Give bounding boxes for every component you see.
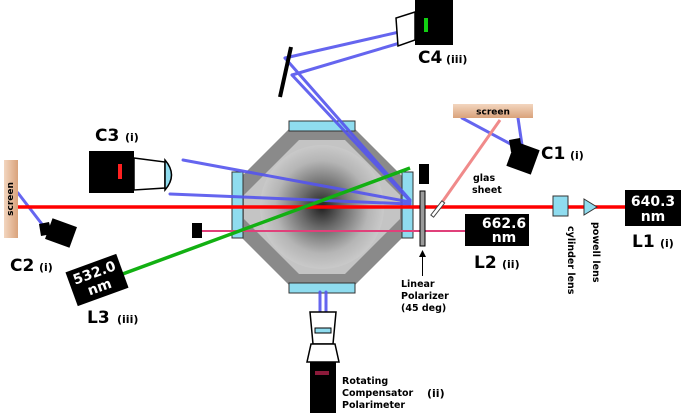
cylinder-lens: cylinder lens [552,195,576,295]
camera-c4: C4 (iii) [395,0,467,68]
salmon-beam [436,119,502,209]
linear-polarizer: Linear Polarizer (45 deg) [401,190,449,314]
glass-sheet-label-line1: glas [473,173,495,184]
beam-block-top [419,164,429,184]
laser-l3-unit: nm [85,276,114,299]
beam-block-left [192,223,202,238]
window-bottom [288,282,356,294]
mirror [278,46,293,98]
camera-c1: C1 (i) [506,138,584,175]
laser-l3-name: L3 [87,308,110,328]
screen-top-label: screen [476,108,510,118]
powell-lens-label: powell lens [590,222,601,283]
laser-l2-tag: (ii) [502,258,520,271]
camera-c3-name: C3 [95,126,119,146]
camera-c2-name: C2 [10,256,34,276]
laser-l1-wavelength: 640.3 [631,194,675,210]
laser-l2-unit: nm [492,230,517,246]
laser-l1-tag: (i) [660,237,674,250]
screen-top: screen [453,104,533,118]
cylinder-lens-label: cylinder lens [565,226,576,295]
polarizer-label-line2: Polarizer [401,291,449,302]
camera-c2: C2 (i) [10,218,77,276]
polarimeter-line2: Compensator [342,388,414,399]
rotating-compensator-polarimeter: Rotating Compensator Polarimeter (ii) [306,311,445,413]
laser-l2-wavelength: 662.6 [482,216,526,232]
window-left [231,171,244,239]
camera-c1-tag: (i) [570,149,584,162]
powell-lens: powell lens [583,198,601,283]
polarimeter-line3: Polarimeter [342,400,405,411]
camera-c1-name: C1 [541,144,565,164]
laser-l1-unit: nm [641,209,666,225]
camera-c3: C3 (i) [89,126,173,193]
window-top [288,120,356,132]
laser-l1: 640.3 nm L1 (i) [625,190,681,252]
camera-c4-name: C4 [418,48,442,68]
laser-l3: 532.0 nm L3 (iii) [65,253,138,328]
polarimeter-line1: Rotating [342,376,388,387]
glass-sheet: glas sheet [430,173,502,218]
green-beam-l3 [119,166,411,277]
laser-l3-tag: (iii) [117,313,138,326]
screen-left: screen [4,160,18,238]
glass-sheet-label-line2: sheet [472,185,502,196]
camera-c4-tag: (iii) [446,53,467,66]
camera-c2-tag: (i) [39,261,53,274]
camera-c3-tag: (i) [125,131,139,144]
screen-left-label: screen [6,182,16,216]
polarimeter-tag: (ii) [427,387,445,400]
laser-l1-name: L1 [632,232,655,252]
laser-l2-name: L2 [474,253,497,273]
polarizer-label-line1: Linear [401,279,435,290]
polarizer-label-line3: (45 deg) [401,303,446,314]
laser-l2: 662.6 nm L2 (ii) [465,214,529,273]
